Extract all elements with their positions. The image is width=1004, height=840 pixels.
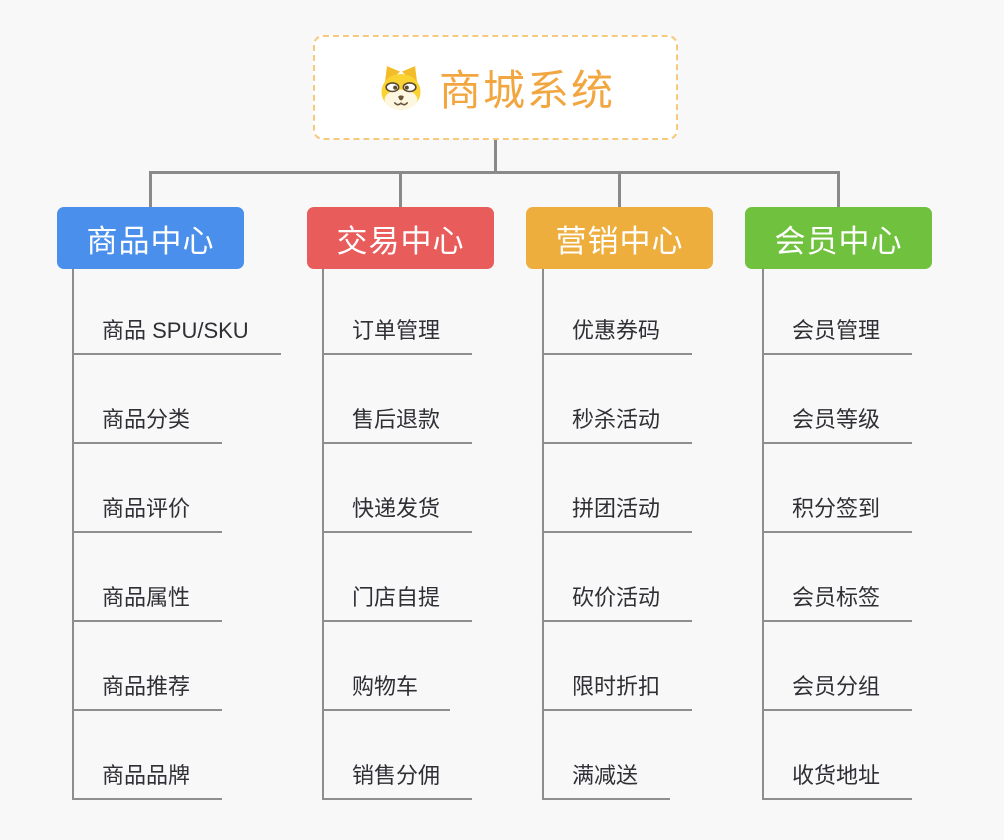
branch-label: 商品中心 — [86, 223, 215, 259]
leaf-item[interactable]: 会员标签 — [762, 583, 913, 622]
branch-label: 会员中心 — [774, 223, 903, 259]
leaf-item[interactable]: 订单管理 — [322, 316, 473, 355]
leaf-item[interactable]: 积分签到 — [762, 494, 913, 533]
leaf-item[interactable]: 会员等级 — [762, 405, 913, 444]
leaf-item[interactable]: 会员分组 — [762, 672, 913, 711]
branch-spine-trade — [322, 269, 324, 800]
connector-root-stub — [494, 140, 497, 173]
leaf-item[interactable]: 商品分类 — [72, 405, 223, 444]
leaf-item[interactable]: 秒杀活动 — [542, 405, 693, 444]
leaf-item[interactable]: 满减送 — [542, 761, 671, 800]
branch-spine-product — [72, 269, 74, 800]
root-title: 商城系统 — [438, 67, 615, 114]
connector-drop-product — [149, 171, 152, 208]
leaf-item[interactable]: 会员管理 — [762, 316, 913, 355]
leaf-item[interactable]: 限时折扣 — [542, 672, 693, 711]
branch-node-trade-center[interactable]: 交易中心 — [307, 207, 494, 269]
connector-horizontal — [149, 171, 840, 174]
leaf-item[interactable]: 收货地址 — [762, 761, 913, 800]
leaf-item[interactable]: 拼团活动 — [542, 494, 693, 533]
branch-label: 营销中心 — [555, 223, 684, 259]
leaf-item[interactable]: 售后退款 — [322, 405, 473, 444]
leaf-item[interactable]: 优惠券码 — [542, 316, 693, 355]
connector-drop-marketing — [618, 171, 621, 208]
leaf-item[interactable]: 砍价活动 — [542, 583, 693, 622]
connector-drop-trade — [399, 171, 402, 208]
connector-drop-member — [837, 171, 840, 208]
leaf-item[interactable]: 快递发货 — [322, 494, 473, 533]
branch-node-product-center[interactable]: 商品中心 — [57, 207, 244, 269]
leaf-item[interactable]: 商品属性 — [72, 583, 223, 622]
root-node[interactable]: 商城系统 — [313, 35, 678, 140]
leaf-item[interactable]: 商品评价 — [72, 494, 223, 533]
leaf-item[interactable]: 商品 SPU/SKU — [72, 316, 281, 355]
leaf-item[interactable]: 购物车 — [322, 672, 451, 711]
leaf-item[interactable]: 门店自提 — [322, 583, 473, 622]
branch-label: 交易中心 — [336, 223, 465, 259]
dog-icon — [381, 65, 421, 110]
branch-spine-member — [762, 269, 764, 800]
branch-node-member-center[interactable]: 会员中心 — [745, 207, 932, 269]
leaf-item[interactable]: 商品推荐 — [72, 672, 223, 711]
leaf-item[interactable]: 销售分佣 — [322, 761, 473, 800]
branch-spine-marketing — [542, 269, 544, 800]
leaf-item[interactable]: 商品品牌 — [72, 761, 223, 800]
branch-node-marketing-center[interactable]: 营销中心 — [526, 207, 713, 269]
